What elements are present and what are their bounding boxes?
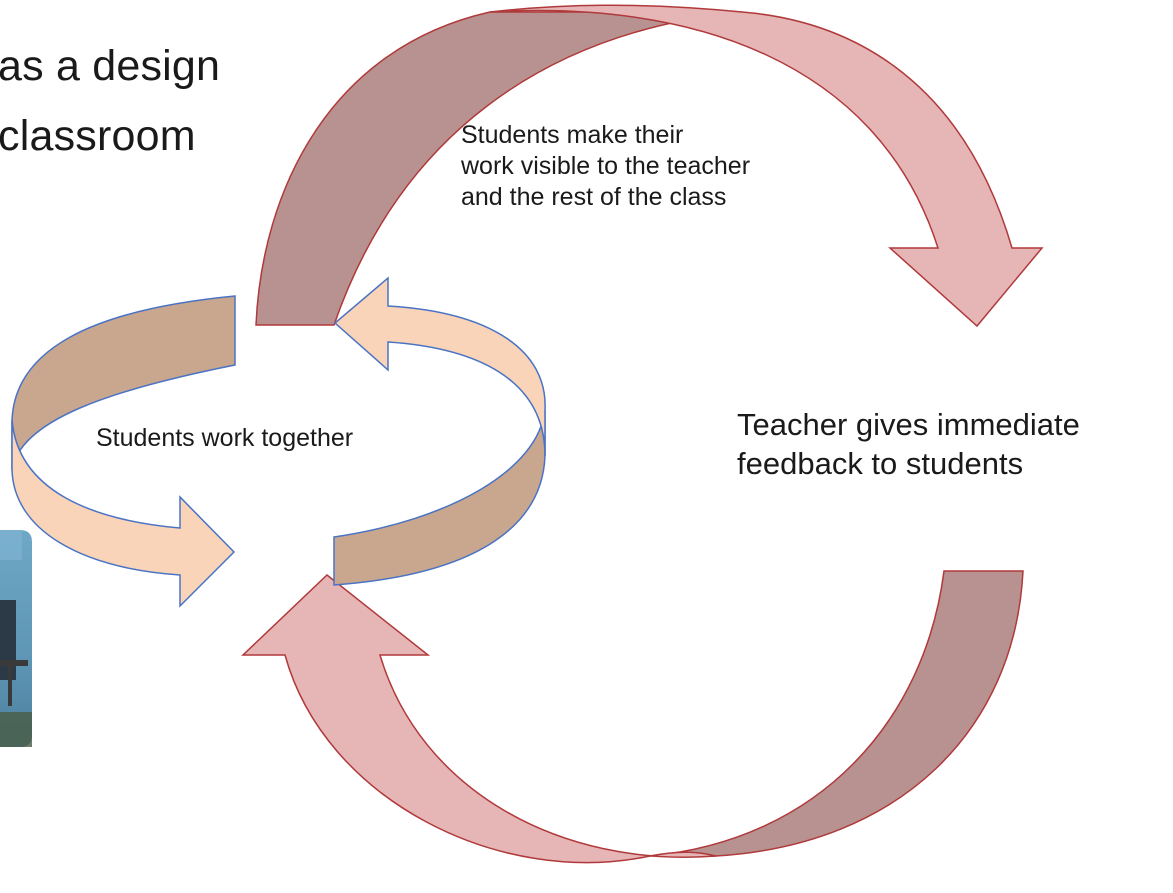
- slide-title-line-1: as a design: [0, 42, 221, 90]
- slide-title-line-2: classroom: [0, 112, 196, 160]
- teacher-feedback-line: feedback to students: [737, 446, 1024, 481]
- top-arc-label-line: and the rest of the class: [461, 183, 727, 211]
- bottom-cycle-arrow-band: [649, 570, 1024, 857]
- teacher-feedback-label: Teacher gives immediate feedback to stud…: [737, 405, 1080, 483]
- top-arc-label-line: Students make their: [461, 121, 684, 149]
- bottom-cycle-arrow-head: [241, 574, 717, 864]
- inner-cycle-right-band: [333, 409, 546, 586]
- teacher-feedback-line: Teacher gives immediate: [737, 407, 1080, 442]
- inner-cycle-label: Students work together: [96, 424, 354, 452]
- top-arc-label: Students make their work visible to the …: [461, 120, 750, 213]
- top-arc-label-line: work visible to the teacher: [461, 152, 751, 180]
- inner-cycle-left-arrow: [11, 419, 236, 608]
- top-cycle-arrow-head: [489, 4, 1044, 328]
- inner-cycle-right-arrow: [333, 276, 546, 457]
